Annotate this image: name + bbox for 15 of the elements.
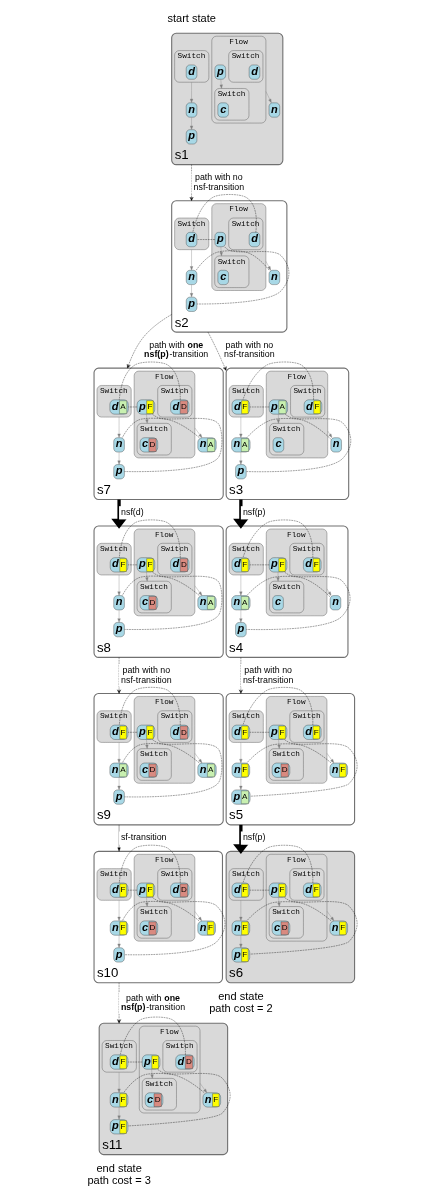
edge-label: path with one nsf(p)-transition: [120, 992, 186, 1012]
edge-label: path with no nsf-transition: [193, 172, 245, 192]
node-label: end state: [96, 1161, 142, 1174]
node-label: start state: [167, 11, 216, 24]
edge-label: path with no nsf-transition: [242, 664, 294, 685]
edge-label: path with no nsf-transition: [121, 664, 172, 685]
edge-label: nsf(d): [121, 507, 144, 518]
edge-label: sf-transition: [120, 832, 167, 843]
node-label: path cost = 3: [87, 1173, 151, 1186]
edge-label: path with one nsf(p)-transition: [144, 339, 209, 359]
node-label: end state: [218, 989, 264, 1002]
node-label: path cost = 2: [209, 1001, 273, 1014]
edge-label: nsf(p): [242, 832, 266, 843]
edge-label: path with no nsf-transition: [224, 339, 275, 360]
edge-label: nsf(p): [242, 507, 266, 518]
